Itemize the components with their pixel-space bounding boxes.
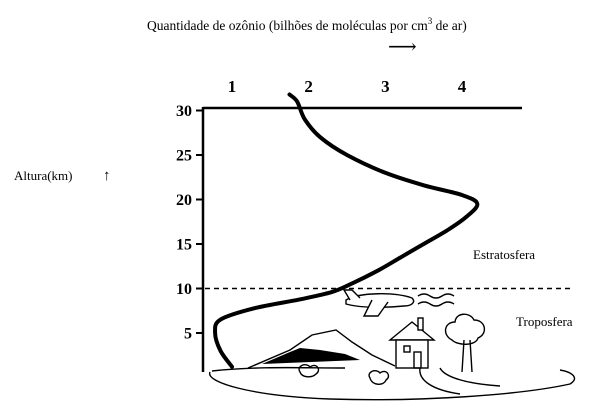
axis-ticks: 1 2 3 4 5 10 15 20 25 30 [176,77,467,343]
y-axis-label: Altura(km) [14,168,72,183]
airplane-illustration [342,289,455,317]
chart-title: Quantidade de ozônio (bilhões de molécul… [147,16,467,33]
airplane-tail [342,289,361,301]
x-tick-label: 4 [458,77,467,96]
ozone-curve [213,92,480,369]
y-tick-label: 10 [176,281,192,298]
tree-crown [444,313,485,345]
y-tick-label: 25 [176,148,192,165]
house-body [395,339,429,369]
house-door [413,351,422,369]
airplane-wing [362,299,389,317]
x-tick-label: 2 [304,77,313,96]
landscape-illustration [209,313,576,401]
data-points [215,94,477,367]
troposphere-label: Troposfera [516,314,573,329]
house-roof [388,321,436,341]
tree-trunk [461,339,473,373]
bush [298,364,320,378]
x-tick-label: 1 [228,77,237,96]
mountain-shade [262,348,360,364]
y-direction-arrow: ↑ [103,168,111,184]
ground-edge [211,366,346,372]
house-window [403,345,411,353]
mountain [247,329,396,369]
house-chimney [417,317,424,331]
x-tick-label: 3 [381,77,390,96]
y-tick-label: 15 [176,237,192,254]
y-tick-label: 5 [184,326,192,343]
road [419,367,501,395]
jet-exhaust [417,293,455,299]
jet-exhaust [417,301,455,307]
x-direction-arrow: ⟶ [388,36,417,58]
y-tick-label: 20 [176,192,192,209]
bush [368,370,390,385]
y-tick-label: 30 [176,103,192,120]
stratosphere-label: Estratosfera [473,247,535,262]
ground-outline [209,369,576,401]
